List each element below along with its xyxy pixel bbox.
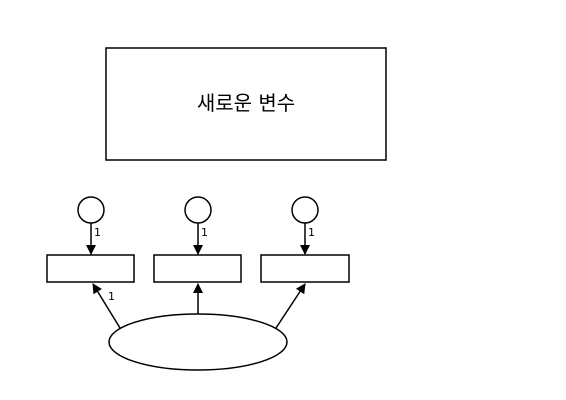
factor-path-3[interactable] (275, 283, 306, 329)
factor-path-1[interactable] (92, 283, 121, 329)
observed-variable-1[interactable] (46, 254, 135, 283)
observed-variable-2[interactable] (153, 254, 242, 283)
error-coefficient-3: 1 (308, 226, 315, 239)
error-coefficient-2: 1 (201, 226, 208, 239)
latent-factor-ellipse[interactable] (108, 313, 288, 371)
factor-coefficient-1: 1 (108, 290, 115, 303)
error-circle-2[interactable] (184, 196, 212, 224)
error-circle-1[interactable] (77, 196, 105, 224)
new-variable-label: 새로운 변수 (197, 91, 295, 115)
error-circle-3[interactable] (291, 196, 319, 224)
error-coefficient-1: 1 (94, 226, 101, 239)
observed-variable-3[interactable] (260, 254, 350, 283)
new-variable-node[interactable]: 새로운 변수 (105, 47, 387, 161)
